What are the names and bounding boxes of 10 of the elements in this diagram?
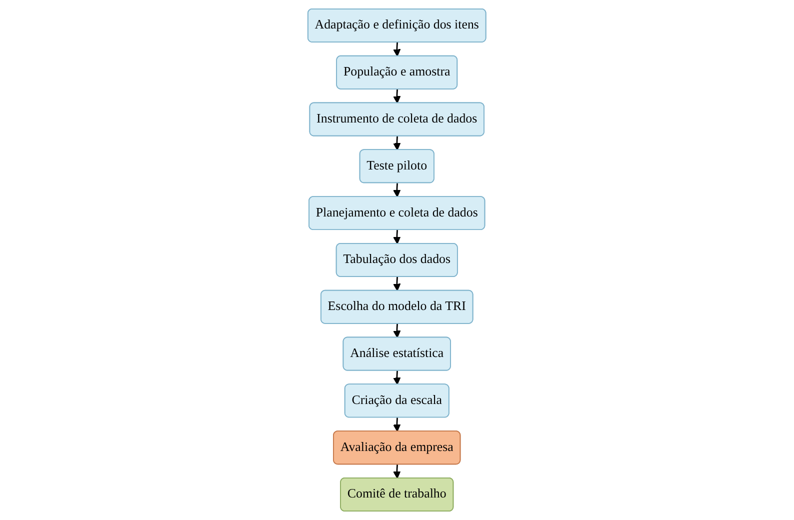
arrow (393, 276, 401, 292)
arrow (393, 418, 401, 432)
arrow (393, 324, 401, 338)
arrow (393, 230, 401, 244)
arrow (393, 42, 401, 57)
arrow (393, 183, 401, 198)
arrow (393, 370, 401, 385)
arrow (393, 136, 401, 150)
arrow (393, 89, 401, 104)
arrow (393, 464, 401, 479)
